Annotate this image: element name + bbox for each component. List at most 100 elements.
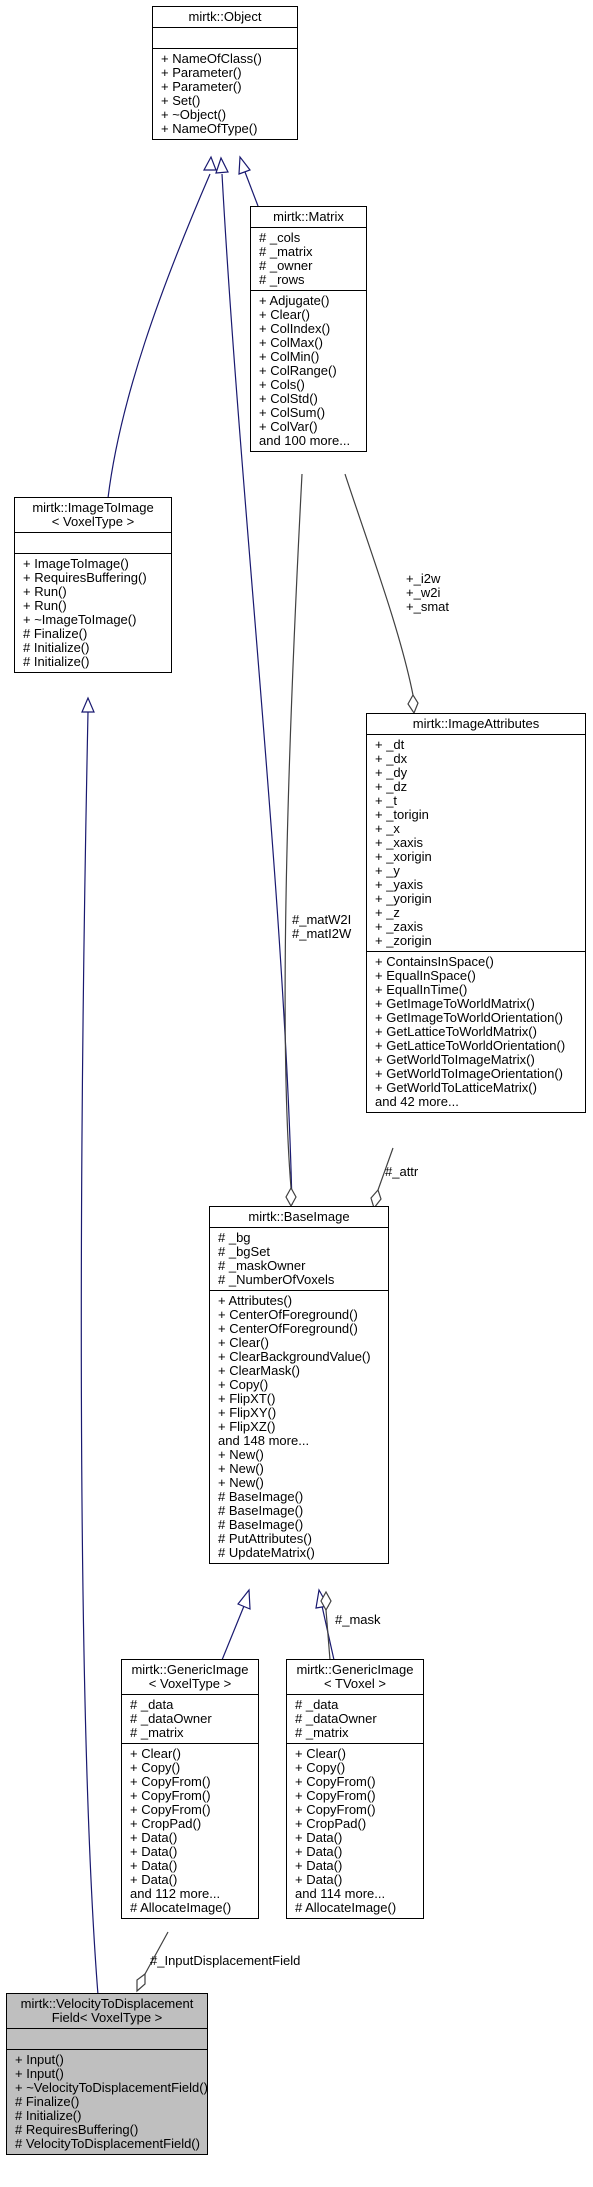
edge-label-line: +_w2i — [406, 585, 441, 600]
edge-label-attr: #_attr — [385, 1165, 418, 1179]
diamond-generictvoxel-mask — [320, 1590, 332, 1612]
method-item: and 112 more... — [130, 1886, 221, 1901]
attribute-item: # _bgSet — [218, 1244, 271, 1259]
class-box-genericimage-voxeltype[interactable]: mirtk::GenericImage< VoxelType > # _data… — [121, 1659, 259, 1919]
method-item: + NameOfClass() — [161, 51, 262, 66]
method-item: # AllocateImage() — [295, 1900, 397, 1915]
method-item: + ColStd() — [259, 391, 318, 406]
method-item: + Copy() — [218, 1377, 269, 1392]
class-box-imageattributes[interactable]: mirtk::ImageAttributes + _dt+ _dx+ _dy+ … — [366, 713, 586, 1113]
method-item: # Initialize() — [15, 2108, 82, 2123]
attribute-item: # _maskOwner — [218, 1258, 306, 1273]
edge-imagetoimage-object — [107, 173, 211, 499]
method-item: # VelocityToDisplacementField() — [15, 2136, 200, 2151]
method-item: + ColIndex() — [259, 321, 331, 336]
class-methods: + ContainsInSpace()+ EqualInSpace()+ Equ… — [367, 951, 585, 1112]
class-name-line: mirtk::BaseImage — [248, 1209, 350, 1224]
method-item: + Data() — [130, 1830, 178, 1845]
method-item: + New() — [218, 1461, 264, 1476]
arrowhead-matrix-object — [238, 155, 251, 175]
attribute-item: + _dt — [375, 737, 405, 752]
class-attributes — [15, 532, 171, 553]
class-name-line: mirtk::Object — [188, 9, 262, 24]
method-item: + ColVar() — [259, 419, 318, 434]
method-item: # RequiresBuffering() — [15, 2122, 139, 2137]
edge-genericvoxel-velocity — [144, 1931, 169, 1975]
class-attributes: # _data# _dataOwner# _matrix — [287, 1694, 423, 1743]
method-item: + Copy() — [130, 1760, 181, 1775]
class-attributes: # _cols# _matrix# _owner# _rows — [251, 227, 366, 290]
method-item: + Clear() — [295, 1746, 346, 1761]
attribute-item: # _NumberOfVoxels — [218, 1272, 335, 1287]
class-attributes: + _dt+ _dx+ _dy+ _dz+ _t+ _torigin+ _x+ … — [367, 734, 585, 951]
class-attributes — [153, 27, 297, 48]
class-box-baseimage[interactable]: mirtk::BaseImage # _bg# _bgSet# _maskOwn… — [209, 1206, 389, 1564]
attribute-item: # _matrix — [295, 1725, 349, 1740]
method-item: + ClearMask() — [218, 1363, 300, 1378]
class-methods: + ImageToImage()+ RequiresBuffering()+ R… — [15, 553, 171, 672]
class-box-object[interactable]: mirtk::Object + NameOfClass()+ Parameter… — [152, 6, 298, 140]
method-item: + Input() — [15, 2066, 64, 2081]
class-box-matrix[interactable]: mirtk::Matrix # _cols# _matrix# _owner# … — [250, 206, 367, 452]
method-item: + New() — [218, 1475, 264, 1490]
attribute-item: + _torigin — [375, 807, 429, 822]
method-item: + CenterOfForeground() — [218, 1307, 358, 1322]
method-item: # Finalize() — [23, 626, 88, 641]
method-item: + FlipXZ() — [218, 1419, 276, 1434]
edge-velocity-imagetoimage — [80, 711, 99, 1996]
edge-label-matw2i: #_matW2I#_matI2W — [292, 913, 351, 941]
method-item: # Finalize() — [15, 2094, 80, 2109]
method-item: + Data() — [130, 1858, 178, 1873]
method-item: # Initialize() — [23, 640, 90, 655]
class-methods: + Adjugate()+ Clear()+ ColIndex()+ ColMa… — [251, 290, 366, 451]
attribute-item: # _dataOwner — [130, 1711, 212, 1726]
method-item: + Data() — [295, 1872, 343, 1887]
method-item: + CopyFrom() — [130, 1774, 211, 1789]
method-item: and 148 more... — [218, 1433, 310, 1448]
attribute-item: # _cols — [259, 230, 301, 245]
arrowhead-genericvoxel-baseimage — [237, 1588, 251, 1610]
method-item: + ColMax() — [259, 335, 323, 350]
method-item: + ~VelocityToDisplacementField() — [15, 2080, 208, 2095]
class-title: mirtk::ImageToImage< VoxelType > — [15, 498, 171, 532]
attribute-item: + _xorigin — [375, 849, 432, 864]
attribute-item: # _bg — [218, 1230, 251, 1245]
method-item: + ~ImageToImage() — [23, 612, 137, 627]
method-item: and 114 more... — [295, 1886, 386, 1901]
method-item: # UpdateMatrix() — [218, 1545, 315, 1560]
class-box-imagetoimage[interactable]: mirtk::ImageToImage< VoxelType > + Image… — [14, 497, 172, 673]
class-box-genericimage-tvoxel[interactable]: mirtk::GenericImage< TVoxel > # _data# _… — [286, 1659, 424, 1919]
attribute-item: + _dz — [375, 779, 408, 794]
class-title: mirtk::ImageAttributes — [367, 714, 585, 734]
class-attributes: # _bg# _bgSet# _maskOwner# _NumberOfVoxe… — [210, 1227, 388, 1290]
attribute-item: # _matrix — [130, 1725, 184, 1740]
class-methods: + NameOfClass()+ Parameter()+ Parameter(… — [153, 48, 297, 139]
method-item: + Clear() — [130, 1746, 181, 1761]
method-item: and 42 more... — [375, 1094, 459, 1109]
method-item: # BaseImage() — [218, 1503, 304, 1518]
method-item: + GetWorldToImageOrientation() — [375, 1066, 563, 1081]
method-item: # BaseImage() — [218, 1489, 304, 1504]
method-item: + Run() — [23, 584, 67, 599]
method-item: + GetWorldToImageMatrix() — [375, 1052, 535, 1067]
attribute-item: + _yorigin — [375, 891, 432, 906]
method-item: + CopyFrom() — [130, 1788, 211, 1803]
method-item: + ~Object() — [161, 107, 227, 122]
method-item: + GetImageToWorldOrientation() — [375, 1010, 563, 1025]
attribute-item: + _y — [375, 863, 400, 878]
diamond-matrix-imageattributes — [407, 693, 419, 715]
class-methods: + Input()+ Input()+ ~VelocityToDisplacem… — [7, 2049, 208, 2154]
arrowhead-imagetoimage-object — [202, 155, 217, 171]
method-item: + Data() — [295, 1844, 343, 1859]
edge-label-line: #_matW2I — [292, 912, 352, 927]
attribute-item: # _owner — [259, 258, 313, 273]
method-item: + CopyFrom() — [295, 1802, 376, 1817]
method-item: + ColRange() — [259, 363, 337, 378]
class-name-line: mirtk::ImageToImage — [32, 500, 154, 515]
method-item: + CopyFrom() — [130, 1802, 211, 1817]
edge-label-line: #_attr — [385, 1164, 419, 1179]
method-item: + Clear() — [218, 1335, 269, 1350]
edge-label-line: #_mask — [335, 1612, 381, 1627]
